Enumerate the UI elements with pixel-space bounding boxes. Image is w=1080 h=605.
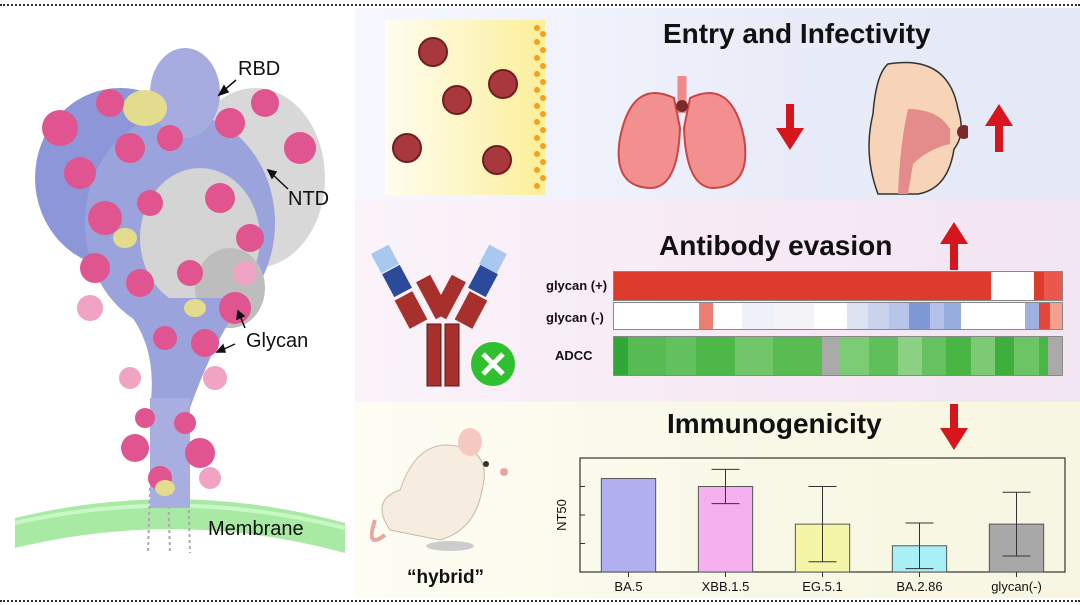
rbd-label: RBD — [238, 58, 281, 80]
x-tick-label: XBB.1.5 — [702, 579, 750, 594]
down-arrow-icon-immuno — [940, 404, 968, 450]
membrane-label: Membrane — [208, 518, 304, 540]
glycan-clusters-light — [77, 261, 257, 489]
cell-membrane-dots — [534, 25, 546, 189]
heatmap-glycan-minus — [613, 302, 1063, 330]
bottom-dotted-border — [0, 600, 1080, 602]
up-arrow-icon-evasion — [940, 222, 968, 270]
antibody-illustration — [371, 244, 515, 387]
glycan-clusters — [42, 89, 316, 490]
glycan-label: Glycan — [246, 330, 309, 352]
top-dotted-border — [0, 4, 1080, 6]
evasion-title: Antibody evasion — [659, 230, 893, 261]
ntd-label: NTD — [288, 188, 330, 210]
x-tick-label: EG.5.1 — [802, 579, 842, 594]
up-arrow-icon-entry — [985, 104, 1013, 152]
spike-protein-illustration — [14, 48, 346, 554]
heatmap-row3-label: ADCC — [555, 348, 593, 363]
virus-cell-illustration — [385, 20, 546, 195]
immuno-title: Immunogenicity — [667, 408, 882, 439]
x-tick-label: BA.2.86 — [896, 579, 942, 594]
antibody-arm-right — [432, 244, 507, 329]
heatmap-adcc — [613, 336, 1063, 376]
label-pointers — [215, 79, 289, 353]
heatmap-row1-label: glycan (+) — [546, 278, 608, 293]
lungs-icon — [617, 76, 747, 190]
heatmap-glycan-plus — [613, 271, 1063, 301]
x-tick-label: glycan(-) — [991, 579, 1042, 594]
yellow-domains — [113, 228, 206, 496]
bar-ba-5 — [600, 478, 657, 573]
heatmap-row2-label: glycan (-) — [546, 310, 604, 325]
y-axis-label: NT50 — [554, 499, 569, 531]
x-tick-label: BA.5 — [614, 579, 642, 594]
mouse-illustration — [370, 428, 508, 551]
down-arrow-icon — [776, 104, 804, 150]
virus-particles — [392, 37, 518, 175]
hybrid-label: “hybrid” — [407, 567, 485, 588]
antibody-arm-left — [371, 244, 450, 329]
head-nasal-icon — [868, 61, 968, 195]
entry-title: Entry and Infectivity — [663, 18, 931, 49]
